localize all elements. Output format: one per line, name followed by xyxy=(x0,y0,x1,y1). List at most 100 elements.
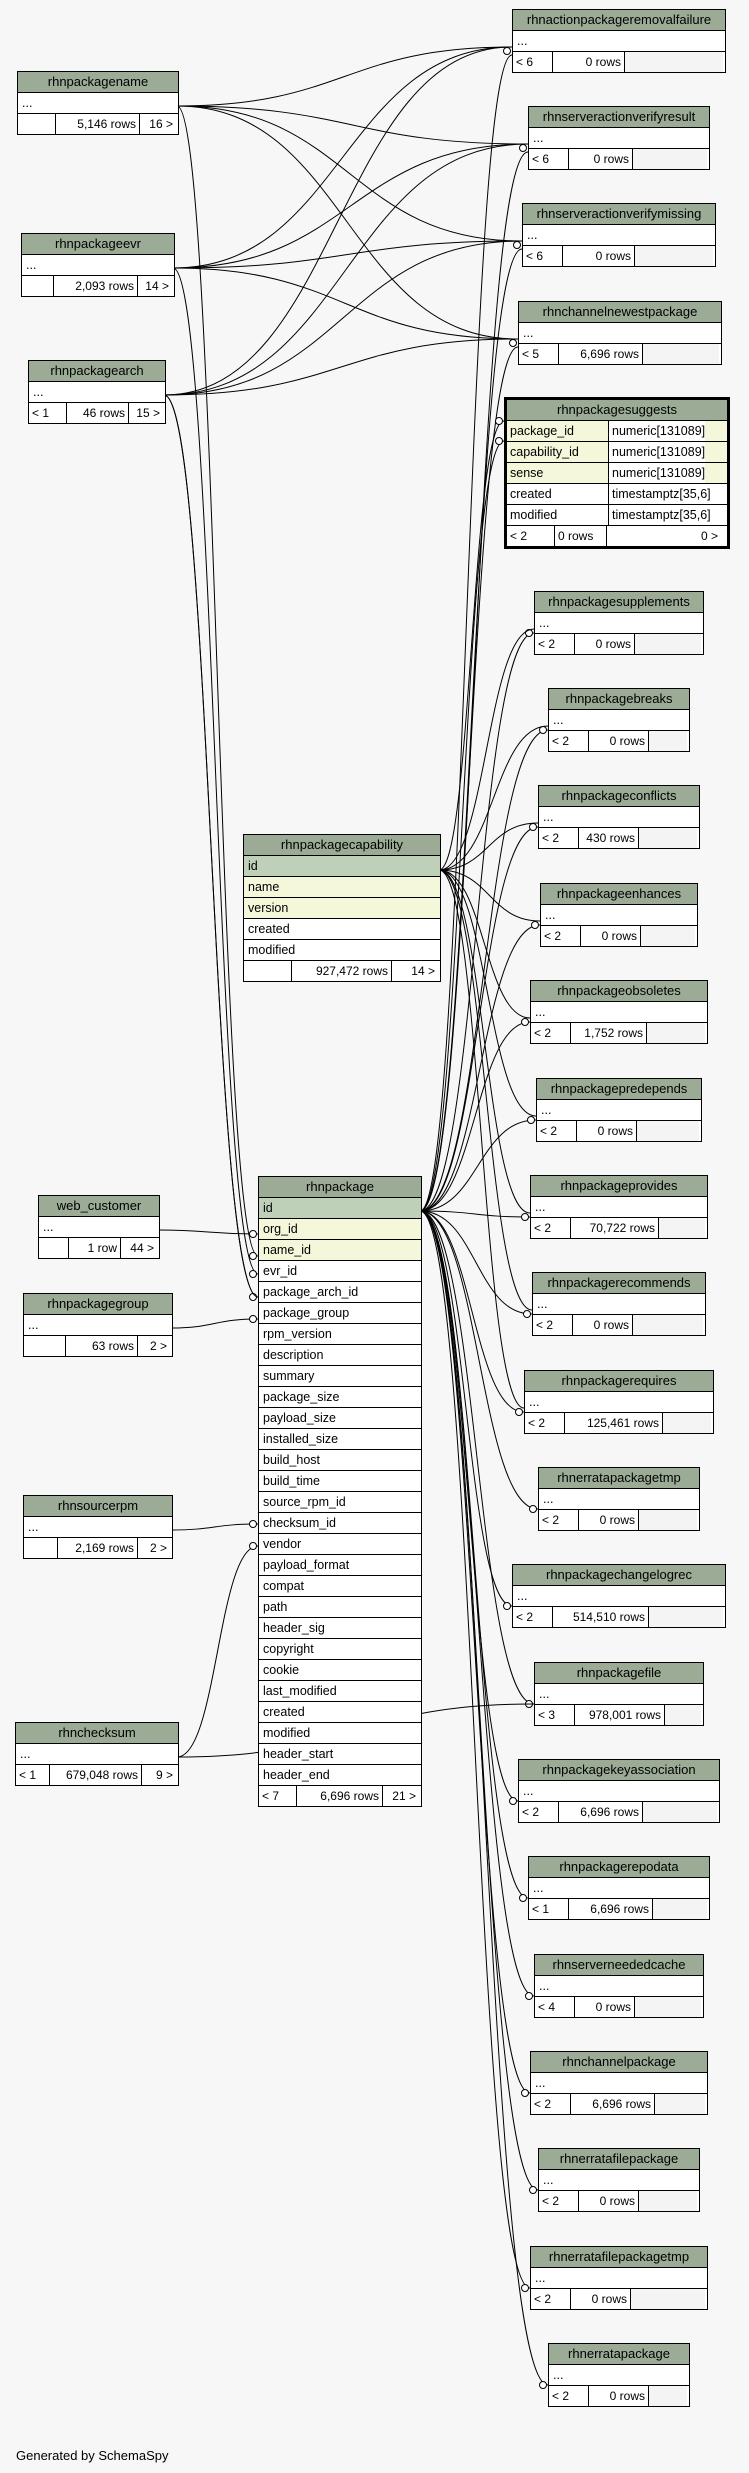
parents-count: < 2 xyxy=(531,1218,571,1238)
table-web_customer[interactable]: web_customer ... 1 row 44 > xyxy=(38,1195,160,1259)
parents-count: < 2 xyxy=(531,2094,571,2114)
relationship-end-marker xyxy=(249,1520,257,1528)
table-rhnpackageevr[interactable]: rhnpackageevr ... 2,093 rows 14 > xyxy=(21,233,175,297)
children-count xyxy=(649,2386,687,2406)
children-count xyxy=(633,1315,703,1335)
row-count: 6,696 rows xyxy=(559,1802,643,1822)
relationship-line xyxy=(438,420,505,871)
row-count: 514,510 rows xyxy=(553,1607,649,1627)
children-count xyxy=(643,344,719,364)
row-count: 0 rows xyxy=(589,731,649,751)
table-rhnchecksum[interactable]: rhnchecksum ... < 1 679,048 rows 9 > xyxy=(15,1722,179,1786)
children-count: 14 > xyxy=(411,964,435,978)
ellipsis-row: ... xyxy=(513,1586,725,1607)
table-rhnsourcerpm[interactable]: rhnsourcerpm ... 2,169 rows 2 > xyxy=(23,1495,173,1559)
table-rhnpackagecapability[interactable]: rhnpackagecapability id name version cre… xyxy=(243,834,441,982)
ellipsis-row: ... xyxy=(18,93,178,114)
row-count: 0 rows xyxy=(575,634,635,654)
table-rhnpackagearch[interactable]: rhnpackagearch ... < 1 46 rows 15 > xyxy=(28,360,166,424)
relationship-line xyxy=(419,826,539,1212)
relationship-line xyxy=(419,346,519,1212)
column-path: path xyxy=(259,1597,421,1618)
table-title: rhnerratafilepackagetmp xyxy=(531,2247,707,2268)
table-rhnpackagegroup[interactable]: rhnpackagegroup ... 63 rows 2 > xyxy=(23,1293,173,1357)
column-org_id: org_id xyxy=(259,1219,421,1240)
column-package_id: package_id numeric[131089] xyxy=(507,421,727,442)
ellipsis-row: ... xyxy=(529,128,709,149)
column-name: capability_id xyxy=(507,442,609,462)
column-type: timestamptz[35,6] xyxy=(612,508,711,522)
relationship-line xyxy=(419,1210,529,1899)
row-count: 1 row xyxy=(69,1238,121,1258)
children-count xyxy=(663,1413,711,1433)
relationship-line xyxy=(172,267,519,340)
relationship-end-marker xyxy=(503,1602,511,1610)
relationship-line xyxy=(163,143,529,396)
relationship-line xyxy=(176,105,519,340)
relationship-end-marker xyxy=(531,921,539,929)
relationship-end-marker xyxy=(495,417,503,425)
table-footer: 2,093 rows 14 > xyxy=(22,276,174,296)
column-last_modified: last_modified xyxy=(259,1681,421,1702)
table-rhnpackagesuggests[interactable]: rhnpackagesuggests package_id numeric[13… xyxy=(504,397,730,549)
table-title: rhnpackagearch xyxy=(29,361,165,382)
table-footer: < 7 6,696 rows 21 > xyxy=(259,1786,421,1806)
column-name: package_id xyxy=(507,421,609,441)
relationship-end-marker xyxy=(529,2186,537,2194)
row-count: 6,696 rows xyxy=(297,1786,383,1806)
parents-count: < 6 xyxy=(529,149,569,169)
table-title: rhnpackageevr xyxy=(22,234,174,255)
column-header_start: header_start xyxy=(259,1744,421,1765)
relationship-line xyxy=(419,1210,549,2386)
relationship-line xyxy=(419,1210,531,2094)
table-rhnpackagename[interactable]: rhnpackagename ... 5,146 rows 16 > xyxy=(17,71,179,135)
column-compat: compat xyxy=(259,1576,421,1597)
relationship-line xyxy=(176,1545,259,1758)
column-modified: modified xyxy=(259,1723,421,1744)
relationship-end-marker xyxy=(509,339,517,347)
relationship-end-marker xyxy=(249,1270,257,1278)
table-title: rhnpackagesuggests xyxy=(507,400,727,421)
ellipsis-row: ... xyxy=(22,255,174,276)
children-count xyxy=(655,2094,705,2114)
ellipsis-row: ... xyxy=(549,710,689,731)
column-capability_id: capability_id numeric[131089] xyxy=(507,442,727,463)
table-title: rhnpackageconflicts xyxy=(539,786,699,807)
children-count xyxy=(631,2289,705,2309)
ellipsis-row: ... xyxy=(539,807,699,828)
children-count: 2 > xyxy=(149,1541,167,1555)
parents-count xyxy=(24,1538,58,1558)
relationship-line xyxy=(172,267,259,1275)
table-title: rhnpackagename xyxy=(18,72,178,93)
table-title: rhnpackagerecommends xyxy=(533,1273,705,1294)
